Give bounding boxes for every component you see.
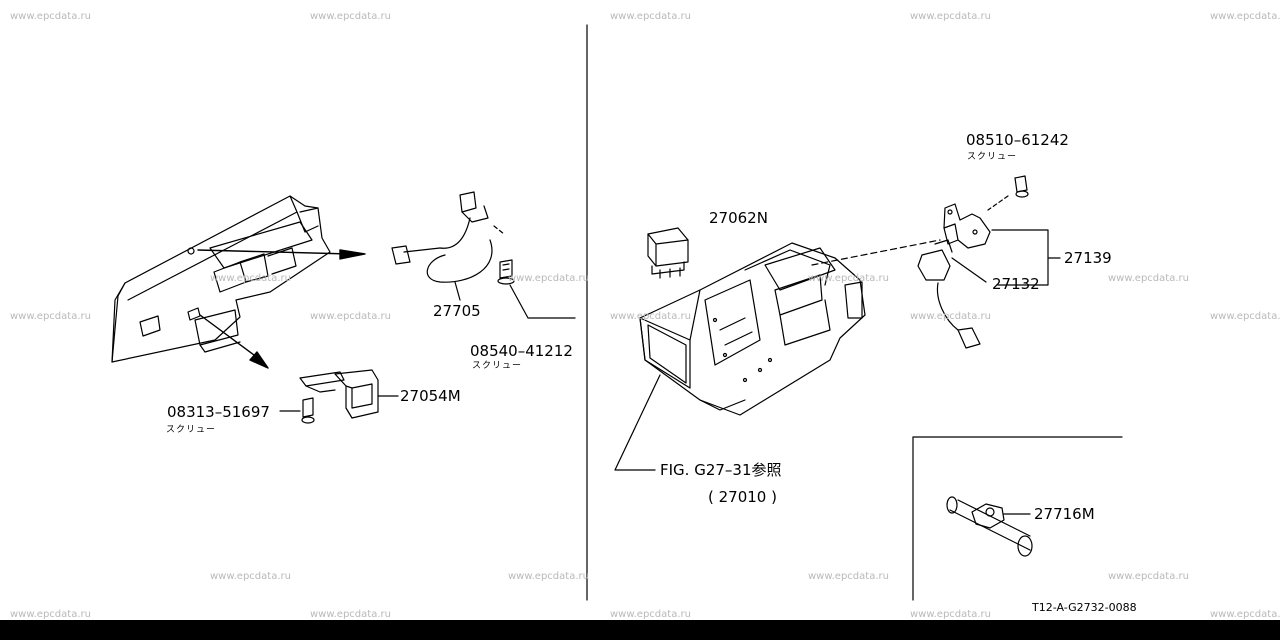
- watermark: www.epcdata.ru: [610, 311, 691, 322]
- diagram-code: T12-A-G2732-0088: [1032, 601, 1137, 614]
- watermark: www.epcdata.ru: [1210, 311, 1280, 322]
- watermark: www.epcdata.ru: [10, 11, 91, 22]
- watermark: www.epcdata.ru: [310, 609, 391, 620]
- watermark: www.epcdata.ru: [508, 571, 589, 582]
- part-label-27132: 27132: [992, 275, 1040, 293]
- watermark: www.epcdata.ru: [508, 273, 589, 284]
- part-label-08510-61242: 08510–61242: [966, 131, 1069, 149]
- watermark: www.epcdata.ru: [610, 11, 691, 22]
- watermark: www.epcdata.ru: [1210, 11, 1280, 22]
- bracket-27054M-illustration: [299, 369, 399, 424]
- watermark: www.epcdata.ru: [1108, 571, 1189, 582]
- watermark: www.epcdata.ru: [610, 609, 691, 620]
- watermark: www.epcdata.ru: [1108, 273, 1189, 284]
- watermark: www.epcdata.ru: [808, 571, 889, 582]
- bracket-sensor-illustration: [917, 175, 1061, 349]
- watermark: www.epcdata.ru: [1210, 609, 1280, 620]
- part-label-08313-51697: 08313–51697: [167, 403, 270, 421]
- screw-caption: スクリュー: [166, 425, 217, 435]
- pipe-sensor-27716M-illustration: [946, 496, 1033, 557]
- heater-unit-illustration: [639, 239, 941, 416]
- watermark: www.epcdata.ru: [808, 273, 889, 284]
- part-label-27139: 27139: [1064, 249, 1112, 267]
- fig-ref-leader: [614, 374, 661, 471]
- figure-reference-sub: ( 27010 ): [708, 488, 777, 506]
- part-label-27716M: 27716M: [1034, 505, 1095, 523]
- inset-frame: [912, 436, 1123, 601]
- relay-27062N-illustration: [647, 227, 689, 279]
- watermark: www.epcdata.ru: [310, 311, 391, 322]
- part-label-08540-41212: 08540–41212: [470, 342, 573, 360]
- part-label-27705: 27705: [433, 302, 481, 320]
- watermark: www.epcdata.ru: [210, 571, 291, 582]
- screw-caption: スクリュー: [967, 152, 1018, 162]
- watermark: www.epcdata.ru: [310, 11, 391, 22]
- figure-reference: FIG. G27–31参照: [660, 461, 782, 479]
- part-label-27062N: 27062N: [709, 209, 768, 227]
- bottom-bar: [0, 620, 1280, 640]
- watermark: www.epcdata.ru: [210, 273, 291, 284]
- watermark: www.epcdata.ru: [910, 609, 991, 620]
- watermark: www.epcdata.ru: [10, 311, 91, 322]
- part-label-27054M: 27054M: [400, 387, 461, 405]
- watermark: www.epcdata.ru: [910, 311, 991, 322]
- screw-caption: スクリュー: [472, 361, 523, 371]
- leader-arrows: [197, 249, 366, 369]
- screw-08540-illustration: [493, 225, 576, 319]
- watermark: www.epcdata.ru: [910, 11, 991, 22]
- watermark: www.epcdata.ru: [10, 609, 91, 620]
- harness-27705-illustration: [391, 191, 493, 301]
